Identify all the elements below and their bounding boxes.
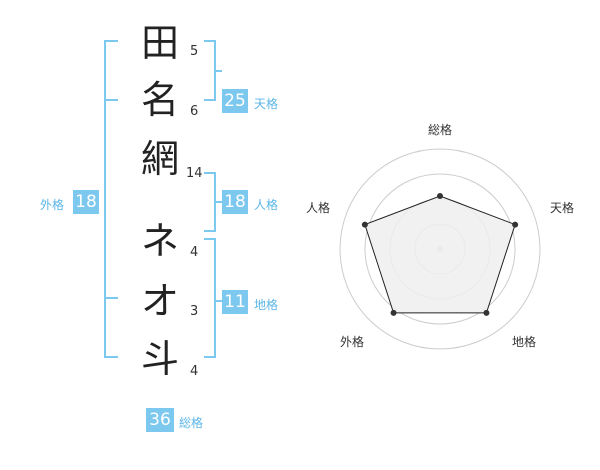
radar-ring [364,173,516,325]
stroke-count-3: 14 [186,166,203,181]
radar-axis-chikaku: 地格 [512,334,536,349]
name-char-3: 網 [140,137,179,181]
chikaku-badge: 11 [222,290,248,314]
radar-axis-jinkaku: 人格 [306,200,330,215]
chikaku-label: 地格 [254,298,279,312]
soukaku-badge: 36 [146,408,174,432]
radar-ring [339,148,541,350]
stroke-count-6: 4 [190,364,199,379]
radar-point [390,309,397,316]
jinkaku-label: 人格 [254,198,279,212]
radar-point [437,193,443,199]
stroke-count-1: 5 [190,44,199,59]
tenkaku-label: 天格 [254,97,279,111]
radar-axis-gaikaku: 外格 [340,334,364,349]
soukaku-label: 総格 [179,416,204,430]
name-char-4: ネ [140,219,179,263]
name-char-2: 名 [140,78,179,122]
radar-point [483,309,490,316]
gaikaku-badge: 18 [73,190,99,214]
stroke-count-2: 6 [190,104,199,119]
gaikaku-label: 外格 [40,198,65,212]
radar-axis-soukaku: 総格 [428,122,452,137]
name-char-5: オ [140,279,179,323]
stroke-count-5: 3 [190,304,199,319]
name-char-1: 田 [140,21,179,65]
radar-points [361,193,519,316]
name-char-6: 斗 [140,337,179,381]
radar-shape [364,195,516,314]
radar-axis-tenkaku: 天格 [550,200,574,215]
radar-point [512,221,519,228]
radar-point [361,221,368,228]
jinkaku-badge: 18 [222,190,248,214]
stroke-count-4: 4 [190,245,199,260]
fortune-radar-chart: 総格 天格 地格 外格 人格 [306,122,574,350]
tenkaku-badge: 25 [222,89,248,113]
